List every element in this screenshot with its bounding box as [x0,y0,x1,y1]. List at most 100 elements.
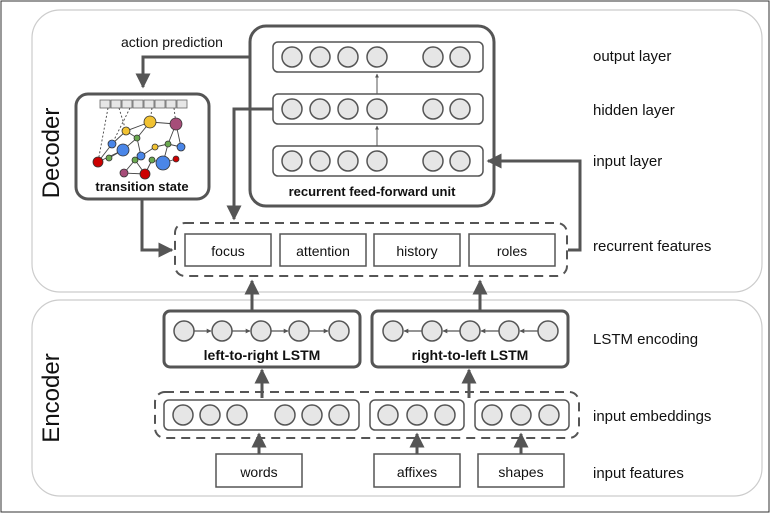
feature-box-attention [279,233,367,267]
neuron [337,98,359,120]
neuron [422,46,444,68]
graph-node [116,143,130,157]
graph-node [119,168,129,178]
embedding-neuron [434,404,456,426]
stack-cell [143,99,155,109]
neuron [337,46,359,68]
input-box-affixes [373,453,461,488]
graph-node [131,156,139,164]
graph-node [143,115,157,129]
feature-roles: roles [497,243,527,259]
transition-state-label: transition state [95,179,188,194]
graph-node [139,168,151,180]
label-input-features: input features [593,465,684,482]
embedding-neuron [199,404,221,426]
label-recurrent-features: recurrent features [593,238,711,255]
encoder-panel [31,299,763,497]
neuron [281,150,303,172]
neuron [309,46,331,68]
graph-node [121,126,131,136]
graph-node [136,151,146,161]
embedding-neuron [328,404,350,426]
neuron [309,98,331,120]
graph-node [107,139,117,149]
input-words: words [239,464,277,480]
embedding-neuron [274,404,296,426]
lstm-cell [421,320,443,342]
input-embeddings-group [154,391,580,439]
label-lstm-encoding: LSTM encoding [593,331,698,348]
embedding-neuron [481,404,503,426]
encoder-title: Encoder [38,353,65,442]
input-affixes: affixes [397,464,437,480]
rtl-lstm-label: right-to-left LSTM [412,347,529,363]
graph-node [133,134,141,142]
feature-history: history [396,243,437,259]
stack-cell [99,99,111,109]
graph-node [172,155,180,163]
graph-node [148,156,156,164]
neuron [449,98,471,120]
embedding-neuron [377,404,399,426]
neuron [337,150,359,172]
lstm-cell [498,320,520,342]
feature-box-history [373,233,461,267]
stack-cell [176,99,188,109]
neuron [309,150,331,172]
neuron [366,150,388,172]
embedding-neuron [510,404,532,426]
graph-node [176,142,186,152]
stack-cell [165,99,177,109]
action-prediction-label: action prediction [121,34,223,50]
lstm-cells [173,320,559,342]
graph-node [155,155,171,171]
action-prediction-arrow [135,55,273,89]
lstm-cell [288,320,310,342]
feature-box-focus [184,233,272,267]
graph-node [151,143,159,151]
label-output-layer: output layer [593,48,671,65]
graph-node [169,117,183,131]
hidden-to-focus-arrow [226,107,273,221]
stack-cell [121,99,133,109]
lstm-cell [459,320,481,342]
graph-node [92,156,104,168]
transition-graph-icon [92,99,188,180]
label-input-embeddings: input embeddings [593,408,711,425]
graph-node [164,140,172,148]
stack-link [111,107,131,145]
features-to-input-arrow [486,153,582,252]
neuron [449,46,471,68]
stack-cell [154,99,166,109]
decoder-panel [31,9,763,293]
embedding-neuron [226,404,248,426]
embedding-neuron [538,404,560,426]
neuron [366,98,388,120]
neuron [422,98,444,120]
label-input-layer: input layer [593,153,662,170]
label-hidden-layer: hidden layer [593,102,675,119]
stack-cell [132,99,144,109]
lstm-cell [173,320,195,342]
decoder-title: Decoder [38,108,65,199]
neuron [449,150,471,172]
neuron [281,46,303,68]
stack-link [97,107,109,163]
lstm-cell [250,320,272,342]
recurrent-features-group [174,222,568,277]
recurrent-unit-label: recurrent feed-forward unit [289,184,457,199]
layer-neurons [281,46,471,172]
graph-node [105,154,113,162]
input-shapes: shapes [498,464,543,480]
state-to-features-arrow [140,200,174,258]
embedding-neuron [172,404,194,426]
lstm-cell [537,320,559,342]
feature-focus: focus [211,243,244,259]
lstm-cell [328,320,350,342]
stack-cell [110,99,122,109]
lstm-cell [382,320,404,342]
embedding-neuron [406,404,428,426]
ltr-lstm-label: left-to-right LSTM [204,347,321,363]
